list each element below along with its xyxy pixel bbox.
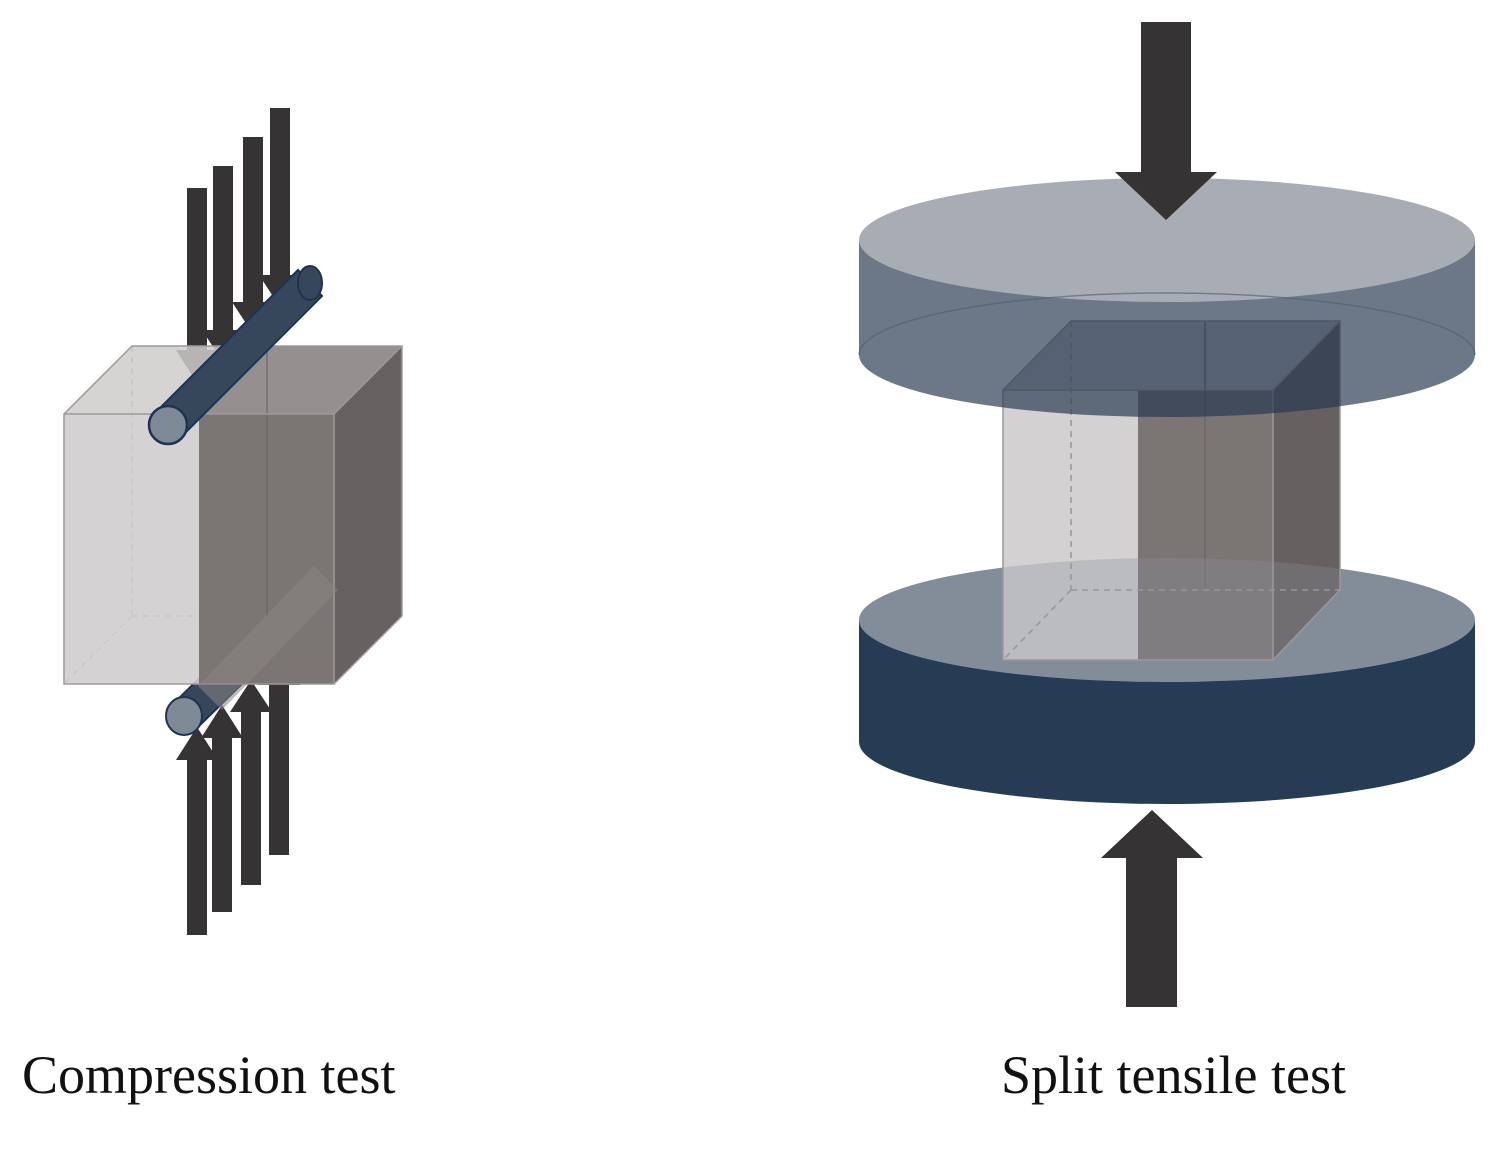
cube-specimen [63, 345, 403, 685]
down-arrow-3 [232, 137, 274, 334]
compression-test-label: Compression test [22, 1045, 396, 1105]
up-arrow-2 [201, 705, 243, 912]
down-arrow-4 [259, 108, 301, 307]
compression-test-diagram [63, 108, 403, 935]
bottom-rod-overlay [198, 566, 338, 710]
top-load-arrows [176, 108, 301, 383]
up-arrow-4 [258, 652, 300, 855]
down-arrow-1 [176, 188, 218, 383]
top-platen [858, 178, 1476, 417]
bottom-load-arrows [176, 652, 300, 935]
split-tensile-test-diagram [858, 22, 1476, 1007]
top-loading-rod [147, 265, 324, 446]
bottom-load-arrow [1101, 810, 1203, 1007]
top-load-arrow [1115, 22, 1217, 220]
down-arrow-2 [202, 166, 244, 362]
split-tensile-test-label: Split tensile test [1001, 1045, 1346, 1105]
up-arrow-1 [176, 727, 218, 935]
up-arrow-3 [230, 680, 272, 885]
bottom-platen-overlay [859, 558, 1475, 682]
